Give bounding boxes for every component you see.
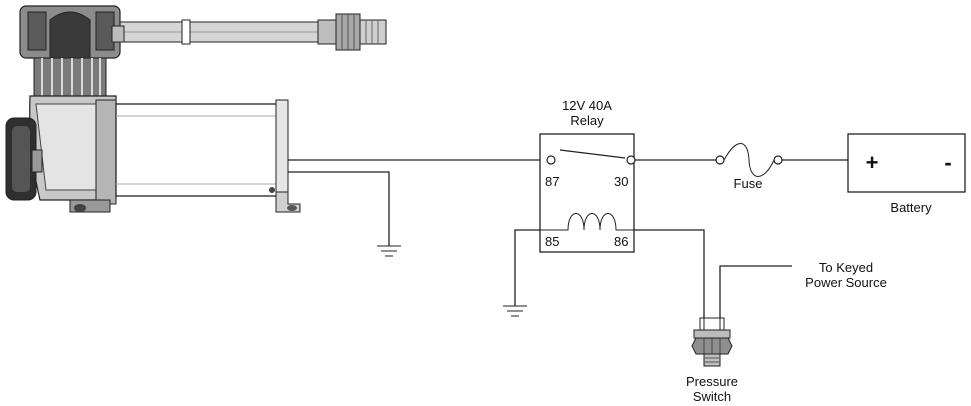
wire-relay-86-to-switch [634,229,705,318]
relay-terminal-87: 87 [545,174,559,189]
fuse-label: Fuse [734,176,763,191]
fuse-terminal-right [773,155,783,165]
wire-relay-85-ground [514,229,540,306]
keyed-power-label-line2: Power Source [805,275,887,290]
battery-box [847,133,966,193]
relay-rating-label: 12V 40A [562,98,612,113]
relay-name-label: Relay [570,113,604,128]
relay-contact-87 [546,155,556,165]
fuse: Fuse [715,143,783,191]
battery-negative-sign: - [944,150,951,175]
relay-coil [540,213,634,231]
wire-compressor-ground [288,171,390,246]
battery: + - Battery [847,133,966,215]
wiring [288,159,848,318]
battery-positive-sign: + [866,150,879,175]
pressure-switch: Pressure Switch [686,317,738,404]
relay-terminal-85: 85 [545,234,559,249]
relay-contact-30 [626,155,636,165]
fuse-element [723,143,775,177]
ground-symbol-relay [503,305,527,317]
keyed-power-label-line1: To Keyed [819,260,873,275]
wire-keyed-power-to-switch [719,265,792,318]
pressure-switch-label-line2: Switch [693,389,731,404]
pressure-switch-icon [691,317,733,367]
fuse-terminal-left [715,155,725,165]
relay-terminal-30: 30 [614,174,628,189]
relay-switch-arm [559,149,626,159]
relay-terminal-86: 86 [614,234,628,249]
battery-label: Battery [890,200,932,215]
relay: 12V 40A Relay 87 30 85 86 [539,98,636,253]
ground-symbol-compressor [377,245,401,257]
pressure-switch-label-line1: Pressure [686,374,738,389]
air-compressor-image [5,5,387,213]
